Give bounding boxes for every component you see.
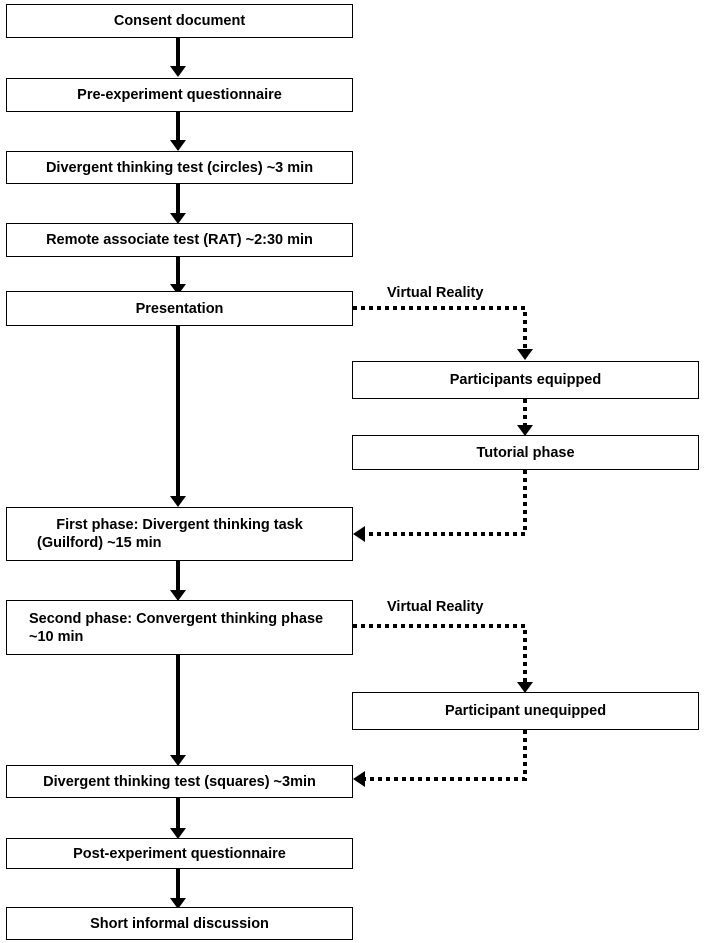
second-phase-label-line2: ~10 min bbox=[29, 628, 84, 645]
consent-document-label: Consent document bbox=[113, 13, 246, 29]
presentation-box: Presentation bbox=[6, 291, 353, 326]
vr-label-2: Virtual Reality bbox=[387, 599, 484, 615]
rat-box: Remote associate test (RAT) ~2:30 min bbox=[6, 223, 353, 257]
vr-path-to-unequipped bbox=[353, 624, 527, 682]
post-questionnaire-box: Post-experiment questionnaire bbox=[6, 838, 353, 869]
divergent-circles-label: Divergent thinking test (circles) ~3 min bbox=[45, 159, 314, 176]
vr-path-tutorial-to-first bbox=[365, 470, 527, 536]
rat-label: Remote associate test (RAT) ~2:30 min bbox=[46, 232, 313, 248]
pre-questionnaire-box: Pre-experiment questionnaire bbox=[6, 78, 353, 112]
post-questionnaire-label: Post-experiment questionnaire bbox=[73, 845, 286, 862]
tutorial-phase-label: Tutorial phase bbox=[476, 444, 575, 461]
short-discussion-label: Short informal discussion bbox=[90, 915, 269, 932]
divergent-circles-box: Divergent thinking test (circles) ~3 min bbox=[6, 151, 353, 184]
participant-unequipped-label: Participant unequipped bbox=[444, 703, 607, 719]
pre-questionnaire-label: Pre-experiment questionnaire bbox=[77, 87, 282, 103]
tutorial-phase-box: Tutorial phase bbox=[352, 435, 699, 470]
participant-unequipped-box: Participant unequipped bbox=[352, 692, 699, 730]
vr-path-unequipped-to-squares bbox=[365, 730, 527, 781]
divergent-squares-box: Divergent thinking test (squares) ~3min bbox=[6, 765, 353, 798]
first-phase-box: First phase: Divergent thinking task (Gu… bbox=[6, 507, 353, 561]
first-phase-label-line2: (Guilford) ~15 min bbox=[37, 535, 162, 551]
participants-equipped-box: Participants equipped bbox=[352, 361, 699, 399]
second-phase-label-line1: Second phase: Convergent thinking phase bbox=[29, 610, 324, 627]
divergent-squares-label: Divergent thinking test (squares) ~3min bbox=[43, 773, 316, 790]
second-phase-box: Second phase: Convergent thinking phase … bbox=[6, 600, 353, 655]
vr-path-to-equipped bbox=[353, 306, 527, 349]
first-phase-label-line1: First phase: Divergent thinking task bbox=[56, 517, 303, 533]
participants-equipped-label: Participants equipped bbox=[449, 372, 602, 388]
consent-document-box: Consent document bbox=[6, 4, 353, 38]
presentation-label: Presentation bbox=[135, 300, 224, 317]
short-discussion-box: Short informal discussion bbox=[6, 907, 353, 940]
vr-label-1: Virtual Reality bbox=[387, 285, 484, 301]
